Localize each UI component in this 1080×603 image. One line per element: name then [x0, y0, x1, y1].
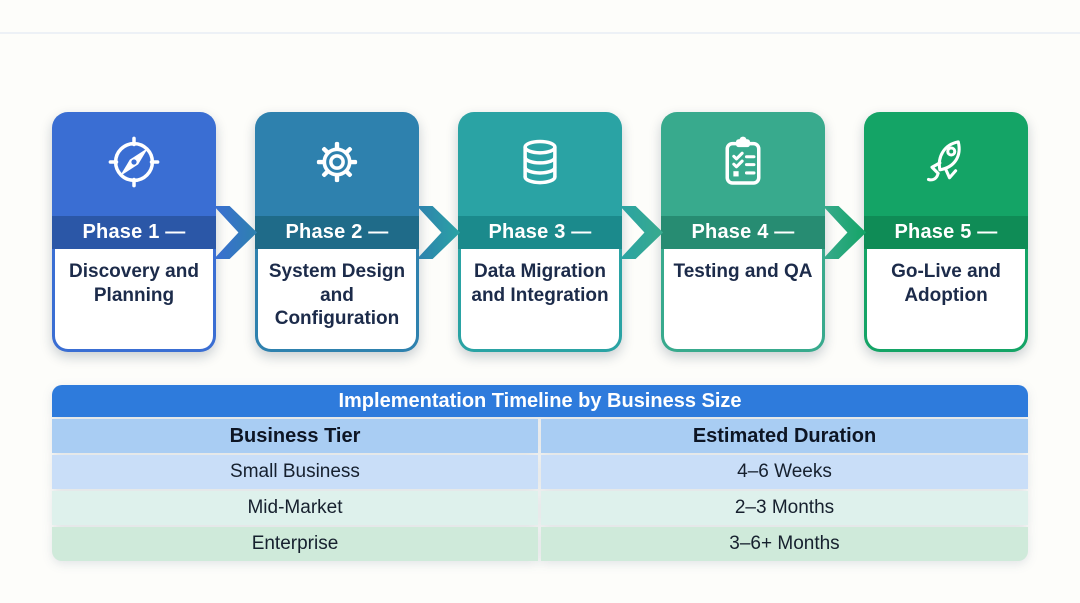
phase-arrow-icon	[213, 112, 258, 352]
phase-icon-area	[661, 112, 825, 216]
phase-arrow-icon	[416, 112, 461, 352]
phase-title: Data Migration and Integration	[461, 249, 619, 349]
phase-card: Phase 1 — Discovery and Planning	[52, 112, 216, 352]
duration-cell: 4–6 Weeks	[541, 455, 1028, 489]
top-divider	[0, 32, 1080, 34]
phase-card: Phase 4 — Testing and QA	[661, 112, 825, 352]
table-row: Small Business 4–6 Weeks	[52, 455, 1028, 489]
phases-row: Phase 1 — Discovery and Planning Phase 2…	[52, 112, 1028, 352]
gear-icon	[309, 134, 365, 195]
compass-icon	[106, 134, 162, 195]
table-row: Mid-Market 2–3 Months	[52, 491, 1028, 525]
phase-card: Phase 3 — Data Migration and Integration	[458, 112, 622, 352]
phase-title: System Design and Configuration	[258, 249, 416, 349]
phase-icon-area	[52, 112, 216, 216]
timeline-table: Implementation Timeline by Business Size…	[52, 385, 1028, 561]
phase-title: Discovery and Planning	[55, 249, 213, 349]
duration-cell: 2–3 Months	[541, 491, 1028, 525]
column-header-business-tier: Business Tier	[52, 419, 538, 453]
phase-arrow-icon	[822, 112, 867, 352]
table-body: Small Business 4–6 Weeks Mid-Market 2–3 …	[52, 455, 1028, 561]
phase-title: Testing and QA	[664, 249, 822, 349]
table-title: Implementation Timeline by Business Size	[52, 385, 1028, 417]
business-tier-cell: Small Business	[52, 455, 538, 489]
phase-label: Phase 3 —	[458, 216, 622, 249]
phase-title: Go-Live and Adoption	[867, 249, 1025, 349]
phase-label: Phase 2 —	[255, 216, 419, 249]
clipboard-checklist-icon	[715, 134, 771, 195]
column-header-estimated-duration: Estimated Duration	[541, 419, 1028, 453]
table-row: Enterprise 3–6+ Months	[52, 527, 1028, 561]
database-icon	[512, 134, 568, 195]
phase-card: Phase 5 — Go-Live and Adoption	[864, 112, 1028, 352]
phase-icon-area	[255, 112, 419, 216]
business-tier-cell: Mid-Market	[52, 491, 538, 525]
duration-cell: 3–6+ Months	[541, 527, 1028, 561]
phase-arrow-icon	[619, 112, 664, 352]
rocket-icon	[918, 134, 974, 195]
phase-icon-area	[458, 112, 622, 216]
phase-label: Phase 1 —	[52, 216, 216, 249]
phase-card: Phase 2 — System Design and Configuratio…	[255, 112, 419, 352]
table-header-row: Business Tier Estimated Duration	[52, 419, 1028, 453]
phase-icon-area	[864, 112, 1028, 216]
business-tier-cell: Enterprise	[52, 527, 538, 561]
phase-label: Phase 4 —	[661, 216, 825, 249]
phase-label: Phase 5 —	[864, 216, 1028, 249]
